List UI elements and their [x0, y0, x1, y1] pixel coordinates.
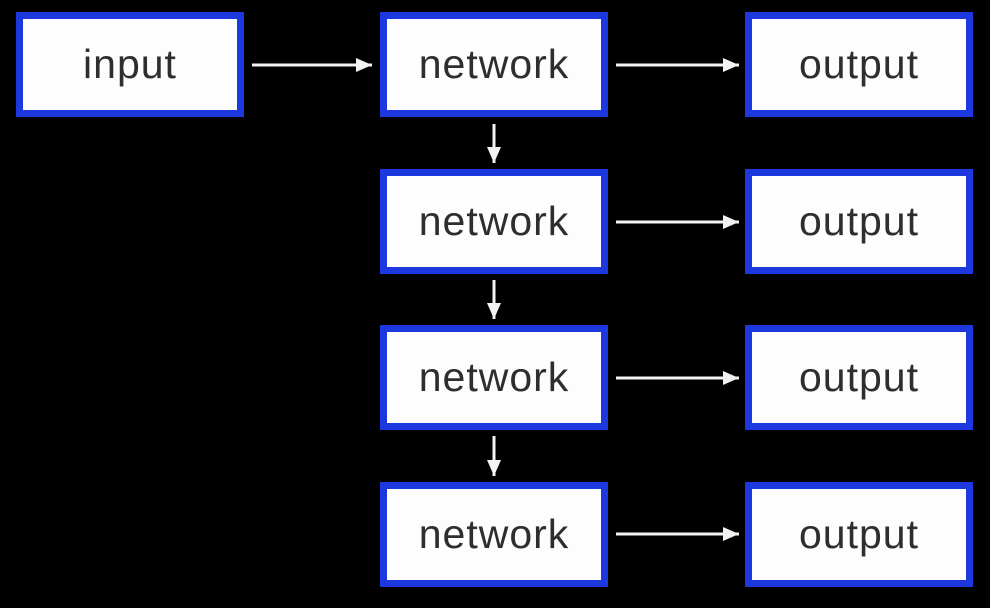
node-label: output	[799, 41, 919, 87]
node-input-1: input	[16, 12, 244, 117]
node-output-1: output	[745, 12, 973, 117]
node-network-1: network	[380, 12, 608, 117]
node-label: output	[799, 198, 919, 244]
node-network-4: network	[380, 482, 608, 587]
node-label: output	[799, 354, 919, 400]
node-label: network	[418, 198, 570, 244]
node-output-2: output	[745, 169, 973, 274]
node-output-3: output	[745, 325, 973, 430]
node-label: network	[418, 354, 570, 400]
node-label: input	[83, 41, 177, 87]
node-label: network	[418, 41, 570, 87]
node-network-3: network	[380, 325, 608, 430]
node-output-4: output	[745, 482, 973, 587]
node-label: output	[799, 511, 919, 557]
node-label: network	[418, 511, 570, 557]
node-network-2: network	[380, 169, 608, 274]
